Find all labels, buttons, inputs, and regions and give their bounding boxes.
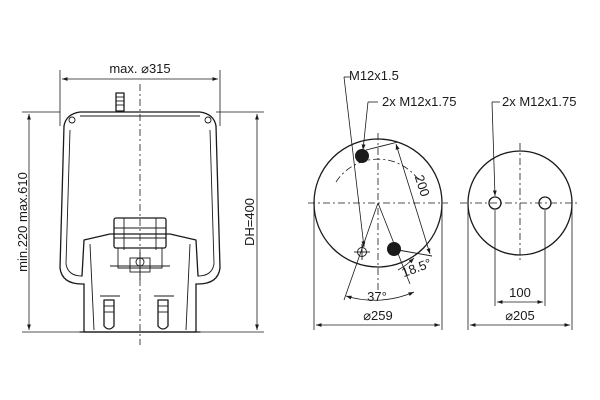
bottom-stud-left [103,299,115,330]
thread-center-label: M12x1.5 [349,68,399,83]
bolt-hole-upper [355,149,369,163]
height-range-label: min.220 max.610 [15,172,30,272]
design-height-label: DH=400 [242,198,257,246]
bolt-spacing-bottom-label: 100 [509,285,531,300]
top-stud [115,92,125,112]
diameter-bottom-plate-label: ⌀205 [505,308,535,323]
top-plate-view: M12x1.5 2x M12x1.75 200 18.5° 37° ⌀259 [308,68,456,330]
max-diameter-label: max. ⌀315 [109,61,170,76]
diameter-top-plate-label: ⌀259 [363,308,393,323]
angle-offset-label: 18.5° [400,256,434,281]
bolt-spacing-diag-label: 200 [412,173,433,198]
side-view: max. ⌀315 min.220 max.610 DH=400 [15,61,264,345]
bead-plate [63,111,217,127]
thread-pair-left-label: 2x M12x1.75 [382,94,456,109]
thread-pair-right-label: 2x M12x1.75 [502,94,576,109]
bottom-stud-right [157,299,169,330]
buffer [113,217,167,249]
bellows-outer [59,125,85,285]
angle-spread-label: 37° [367,289,387,304]
bottom-hole-right [538,196,552,210]
bottom-plate-view: 2x M12x1.75 100 ⌀205 [460,94,580,330]
bottom-hole-left [488,196,502,210]
